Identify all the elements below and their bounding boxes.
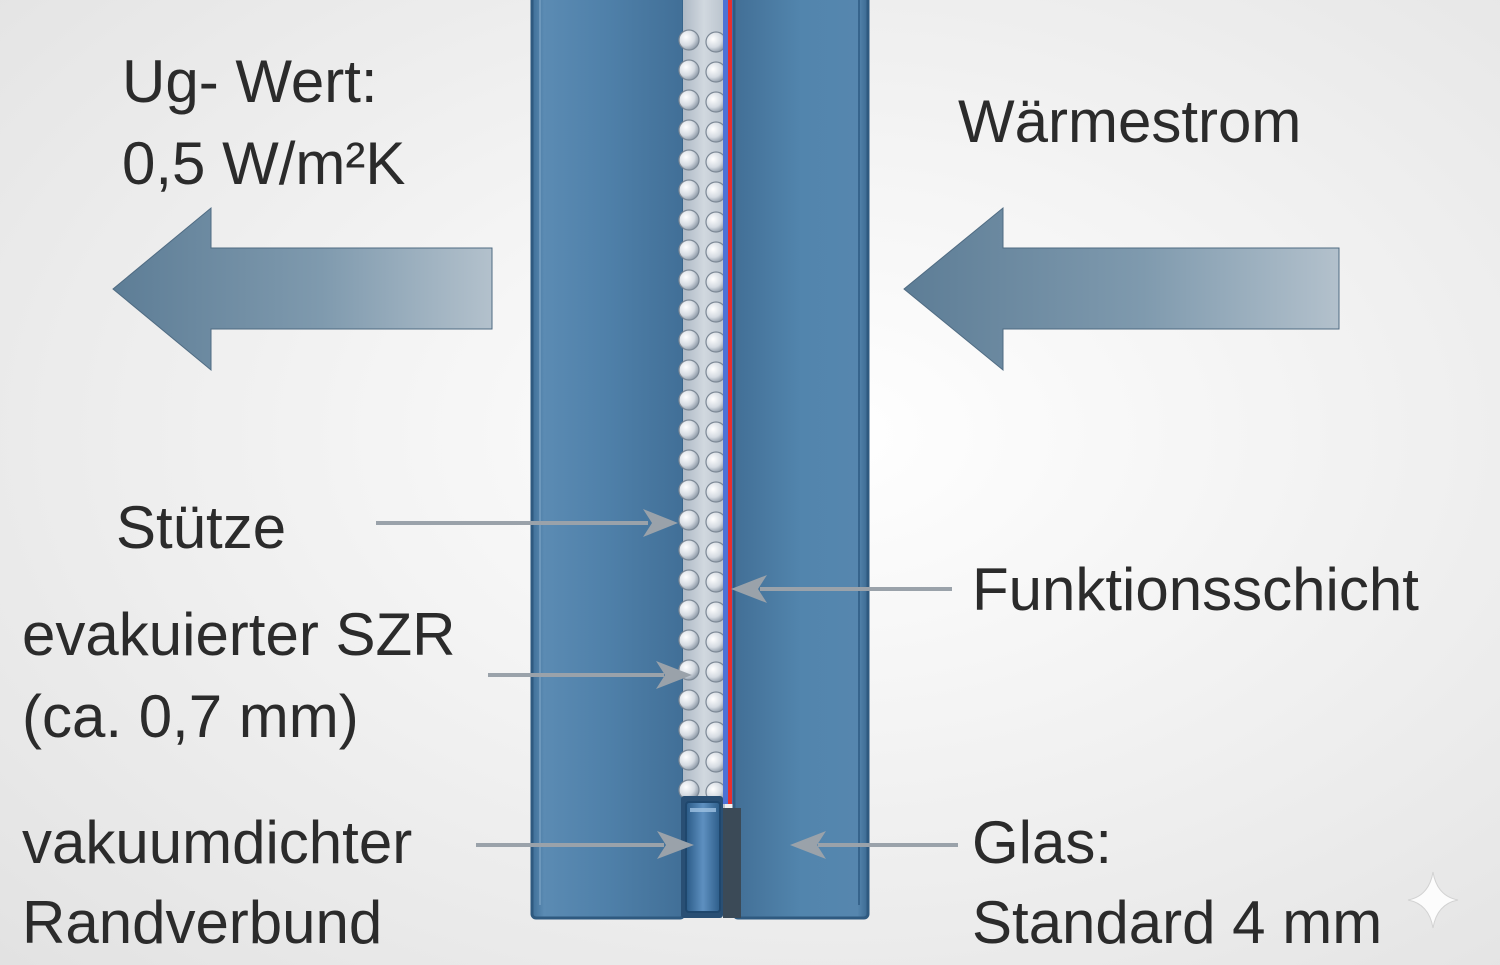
- evacuated-gap-label: evakuierter SZR (ca. 0,7 mm): [22, 605, 455, 747]
- ug-value-line1: Ug- Wert:: [122, 48, 378, 115]
- edge-seal-line1: vakuumdichter: [22, 809, 413, 876]
- support-pillar-bead: [678, 389, 700, 411]
- support-pillar-bead: [678, 29, 700, 51]
- glass-pane-right: [732, 0, 870, 920]
- support-pillar-bead: [678, 569, 700, 591]
- support-pillar-bead: [678, 209, 700, 231]
- support-pillar-bead: [678, 599, 700, 621]
- ug-value-line2: 0,5 W/m²K: [122, 130, 406, 197]
- pointer-glass: [790, 831, 958, 859]
- support-pillar-bead: [678, 89, 700, 111]
- support-label: Stütze: [116, 494, 287, 561]
- support-pillar-bead: [678, 149, 700, 171]
- support-pillar-bead: [678, 449, 700, 471]
- glass-label: Glas: Standard 4 mm: [972, 813, 1382, 953]
- support-pillar-bead: [678, 509, 700, 531]
- functional-layer-label: Funktionsschicht: [972, 556, 1419, 623]
- edge-seal: [681, 796, 741, 918]
- support-pillar-bead: [678, 359, 700, 381]
- glass-line2: Standard 4 mm: [972, 889, 1383, 956]
- support-pillar-bead: [678, 749, 700, 771]
- support-pillar-bead: [678, 299, 700, 321]
- pointer-edge-seal: [476, 831, 694, 859]
- evacuated-gap-line2: (ca. 0,7 mm): [22, 683, 359, 750]
- glass-pane-left: [530, 0, 686, 920]
- heat-flow-arrow-left: [112, 206, 493, 372]
- support-pillar-bead: [678, 419, 700, 441]
- pointer-support: [376, 509, 678, 537]
- support-pillar-bead: [678, 269, 700, 291]
- heat-flow-label: Wärmestrom: [958, 88, 1302, 155]
- support-pillar-bead: [678, 479, 700, 501]
- support-pillar-bead: [678, 329, 700, 351]
- pointer-evacuated-gap: [488, 661, 692, 689]
- support-pillar-bead: [678, 689, 700, 711]
- support-pillars: [678, 29, 727, 803]
- support-pillar-bead: [678, 119, 700, 141]
- sparkle-icon: [1407, 871, 1459, 929]
- support-pillar-bead: [678, 629, 700, 651]
- glass-line1: Glas:: [972, 809, 1113, 876]
- support-pillar-bead: [678, 239, 700, 261]
- edge-seal-line2: Randverbund: [22, 889, 383, 956]
- evacuated-gap-line1: evakuierter SZR: [22, 601, 456, 668]
- edge-seal-label: vakuumdichter Randverbund: [22, 813, 412, 953]
- pointer-functional-layer: [731, 575, 952, 603]
- ug-value-label: Ug- Wert: 0,5 W/m²K: [122, 52, 405, 194]
- support-pillar-bead: [678, 179, 700, 201]
- support-pillar-bead: [678, 59, 700, 81]
- support-pillar-bead: [678, 539, 700, 561]
- support-pillar-bead: [678, 719, 700, 741]
- heat-flow-arrow-right: [903, 206, 1340, 372]
